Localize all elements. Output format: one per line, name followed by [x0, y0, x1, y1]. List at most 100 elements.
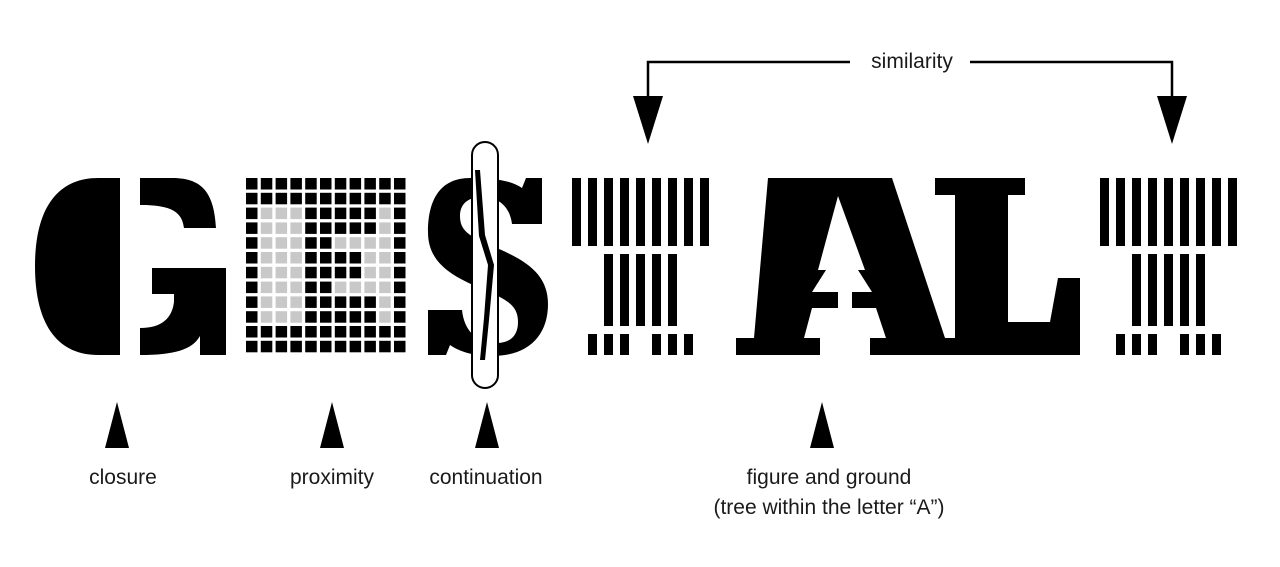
grid-cell	[305, 207, 317, 220]
grid-cell	[379, 222, 391, 234]
grid-cell	[260, 296, 273, 308]
t-stripe	[652, 334, 661, 355]
letter-e-proximity-grid	[246, 178, 406, 353]
grid-cell	[394, 326, 406, 338]
grid-cell	[320, 192, 332, 205]
grid-cell	[275, 326, 288, 338]
grid-cell	[260, 237, 273, 249]
grid-cell	[379, 178, 391, 190]
grid-cell	[334, 192, 347, 205]
grid-cell	[334, 252, 347, 264]
grid-cell	[290, 237, 302, 249]
grid-cell	[320, 311, 332, 323]
grid-cell	[394, 266, 406, 279]
grid-cell	[260, 340, 273, 353]
proximity-pointer	[320, 402, 344, 448]
grid-cell	[275, 237, 288, 249]
grid-cell	[260, 207, 273, 220]
grid-cell	[334, 296, 347, 308]
t-stripe	[604, 178, 613, 246]
grid-cell	[394, 237, 406, 249]
t-stripe	[1180, 254, 1189, 326]
grid-cell	[394, 296, 406, 308]
grid-cell	[305, 222, 317, 234]
t-stripe	[1148, 254, 1157, 326]
grid-cell	[275, 252, 288, 264]
grid-cell	[260, 178, 273, 190]
t-stripe	[652, 178, 661, 246]
grid-cell	[349, 252, 362, 264]
grid-cell	[320, 326, 332, 338]
t-stripe	[684, 334, 693, 355]
grid-cell	[349, 311, 362, 323]
grid-cell	[379, 192, 391, 205]
grid-cell	[260, 326, 273, 338]
closure-label: closure	[89, 466, 157, 489]
grid-cell	[379, 311, 391, 323]
grid-cell	[260, 311, 273, 323]
grid-cell	[275, 178, 288, 190]
grid-cell	[379, 340, 391, 353]
grid-cell	[305, 340, 317, 353]
tree-negative-space	[812, 196, 872, 338]
grid-cell	[246, 192, 258, 205]
grid-cell	[320, 266, 332, 279]
grid-cell	[364, 296, 376, 308]
grid-cell	[290, 178, 302, 190]
grid-cell	[349, 237, 362, 249]
grid-cell	[364, 192, 376, 205]
grid-cell	[320, 340, 332, 353]
grid-cell	[275, 281, 288, 294]
grid-cell	[246, 326, 258, 338]
grid-cell	[246, 340, 258, 353]
letter-g-closure	[35, 178, 226, 355]
grid-cell	[290, 222, 302, 234]
grid-cell	[246, 207, 258, 220]
grid-cell	[320, 296, 332, 308]
t-stripe	[1212, 178, 1221, 246]
t-stripe	[1116, 334, 1125, 355]
grid-cell	[275, 296, 288, 308]
t-stripe	[1164, 254, 1173, 326]
grid-cell	[290, 266, 302, 279]
t-stripe	[636, 254, 645, 326]
grid-cell	[290, 281, 302, 294]
grid-cell	[305, 281, 317, 294]
t-stripe	[1148, 334, 1157, 355]
grid-cell	[246, 178, 258, 190]
grid-cell	[275, 207, 288, 220]
grid-cell	[246, 311, 258, 323]
t-stripe	[1212, 334, 1221, 355]
grid-cell	[305, 266, 317, 279]
t-stripe	[1180, 334, 1189, 355]
letter-a-figure-ground	[736, 178, 962, 355]
t-stripe	[604, 334, 613, 355]
t-stripe	[1132, 178, 1141, 246]
grid-cell	[275, 311, 288, 323]
t-stripe	[668, 334, 677, 355]
t-stripe	[700, 178, 709, 246]
t-stripe	[668, 254, 677, 326]
grid-cell	[246, 237, 258, 249]
grid-cell	[394, 311, 406, 323]
grid-cell	[305, 252, 317, 264]
grid-cell	[394, 178, 406, 190]
grid-cell	[246, 281, 258, 294]
grid-cell	[349, 340, 362, 353]
grid-cell	[349, 207, 362, 220]
grid-cell	[334, 340, 347, 353]
capsule-inner-stroke	[475, 170, 494, 360]
grid-cell	[290, 207, 302, 220]
grid-cell	[364, 222, 376, 234]
grid-cell	[320, 207, 332, 220]
grid-cell	[349, 222, 362, 234]
grid-cell	[334, 326, 347, 338]
grid-cell	[364, 340, 376, 353]
grid-cell	[379, 296, 391, 308]
grid-cell	[364, 207, 376, 220]
t-stripe	[1100, 178, 1109, 246]
similarity-label: similarity	[871, 50, 953, 73]
grid-cell	[260, 192, 273, 205]
grid-cell	[305, 192, 317, 205]
